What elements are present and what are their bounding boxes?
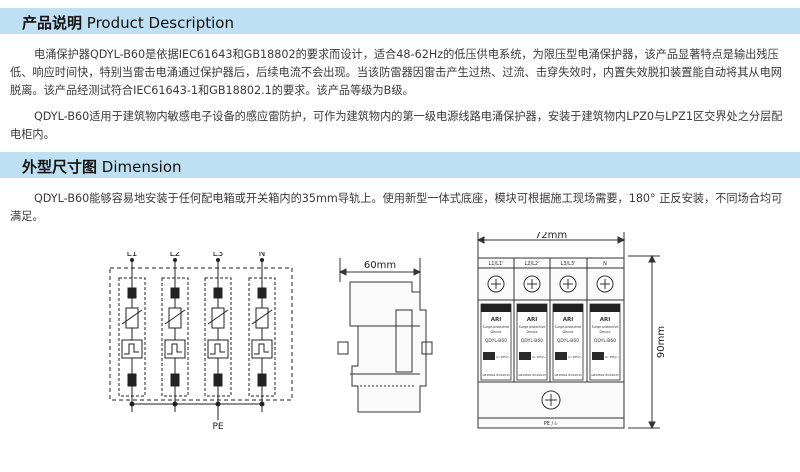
- side-width-label: 60mm: [364, 260, 396, 271]
- module-brand: ARI: [600, 317, 611, 323]
- module-desc: Surge protective: [483, 325, 509, 329]
- title-en: Dimension: [101, 158, 182, 176]
- dimension-paragraph: QDYL-B60能够容易地安装于任何配电箱或开关箱内的35mm导轨上。使用新型一…: [10, 192, 783, 223]
- title-en: Product Description: [86, 14, 234, 32]
- schematic-column: [161, 260, 189, 412]
- terminal-label: L2/L2': [525, 261, 540, 267]
- line-label-n: N: [259, 252, 266, 259]
- front-width-label: 72mm: [535, 232, 567, 241]
- module-desc: Device: [563, 330, 574, 334]
- wiring-schematic: L1 L2 L3 N PE: [109, 252, 293, 430]
- dimension-header: 外型尺寸图 Dimension: [0, 152, 800, 178]
- module-model: QDYL-B60: [485, 338, 507, 344]
- terminal-label: N: [603, 261, 607, 267]
- product-paragraph-2: QDYL-B60适用于建筑物内敏感电子设备的感应雷防护，可作为建筑物内的第一级电…: [10, 110, 783, 141]
- module-brand: ARI: [563, 317, 574, 323]
- line-label-l3: L3: [213, 252, 224, 259]
- front-height-label: 90mm: [656, 326, 667, 358]
- module-spec: Uc 385V~: [532, 355, 547, 359]
- line-label-l2: L2: [170, 252, 181, 259]
- module-desc: Device: [600, 330, 611, 334]
- spd-module: [480, 303, 512, 381]
- module-desc: Surge protective: [519, 325, 545, 329]
- spd-module: [516, 303, 548, 381]
- module-brand: ARI: [527, 317, 538, 323]
- module-spec: Uc 385V~: [568, 355, 583, 359]
- product-paragraph-1: 电涌保护器QDYL-B60是依据IEC61643和GB18802的要求而设计，适…: [10, 48, 782, 97]
- module-desc: Device: [491, 330, 502, 334]
- schematic-column: [248, 260, 276, 412]
- spd-module: [552, 303, 584, 381]
- schematic-column: [204, 260, 232, 412]
- dimension-title: 外型尺寸图 Dimension: [22, 156, 182, 177]
- title-cn: 产品说明: [22, 14, 83, 32]
- module-footer: GB18802 IEC61643: [518, 373, 546, 377]
- schematic-column: [118, 260, 146, 412]
- module-model: QDYL-B60: [521, 338, 543, 344]
- module-footer: GB18802 IEC61643: [482, 373, 510, 377]
- terminal-label: L1/L1': [489, 261, 504, 267]
- module-desc: Device: [527, 330, 538, 334]
- module-footer: GB18802 IEC61643: [554, 373, 582, 377]
- module-model: QDYL-B60: [557, 338, 579, 344]
- product-description-header: 产品说明 Product Description: [0, 8, 800, 34]
- side-view-drawing: 60mm: [337, 258, 433, 413]
- module-brand: ARI: [491, 317, 502, 323]
- line-label-l1: L1: [127, 252, 138, 259]
- module-model: QDYL-B60: [594, 338, 616, 344]
- terminal-label: L3/L3': [561, 261, 576, 267]
- module-footer: GB18802 IEC61643: [591, 373, 619, 377]
- ground-label: PE: [212, 422, 223, 430]
- module-desc: Surge protective: [592, 325, 618, 329]
- product-description-title: 产品说明 Product Description: [22, 12, 234, 33]
- module-desc: Surge protective: [555, 325, 581, 329]
- module-spec: Uc 385V~: [605, 355, 620, 359]
- front-view-drawing: L1/L1' L2/L2' L3/L3' N ARI ARI ARI ARI S…: [476, 232, 667, 430]
- title-cn: 外型尺寸图: [22, 158, 98, 176]
- module-spec: Uc 385V~: [496, 355, 511, 359]
- spd-module: [589, 303, 621, 381]
- pe-label: PE /⏚: [544, 420, 558, 427]
